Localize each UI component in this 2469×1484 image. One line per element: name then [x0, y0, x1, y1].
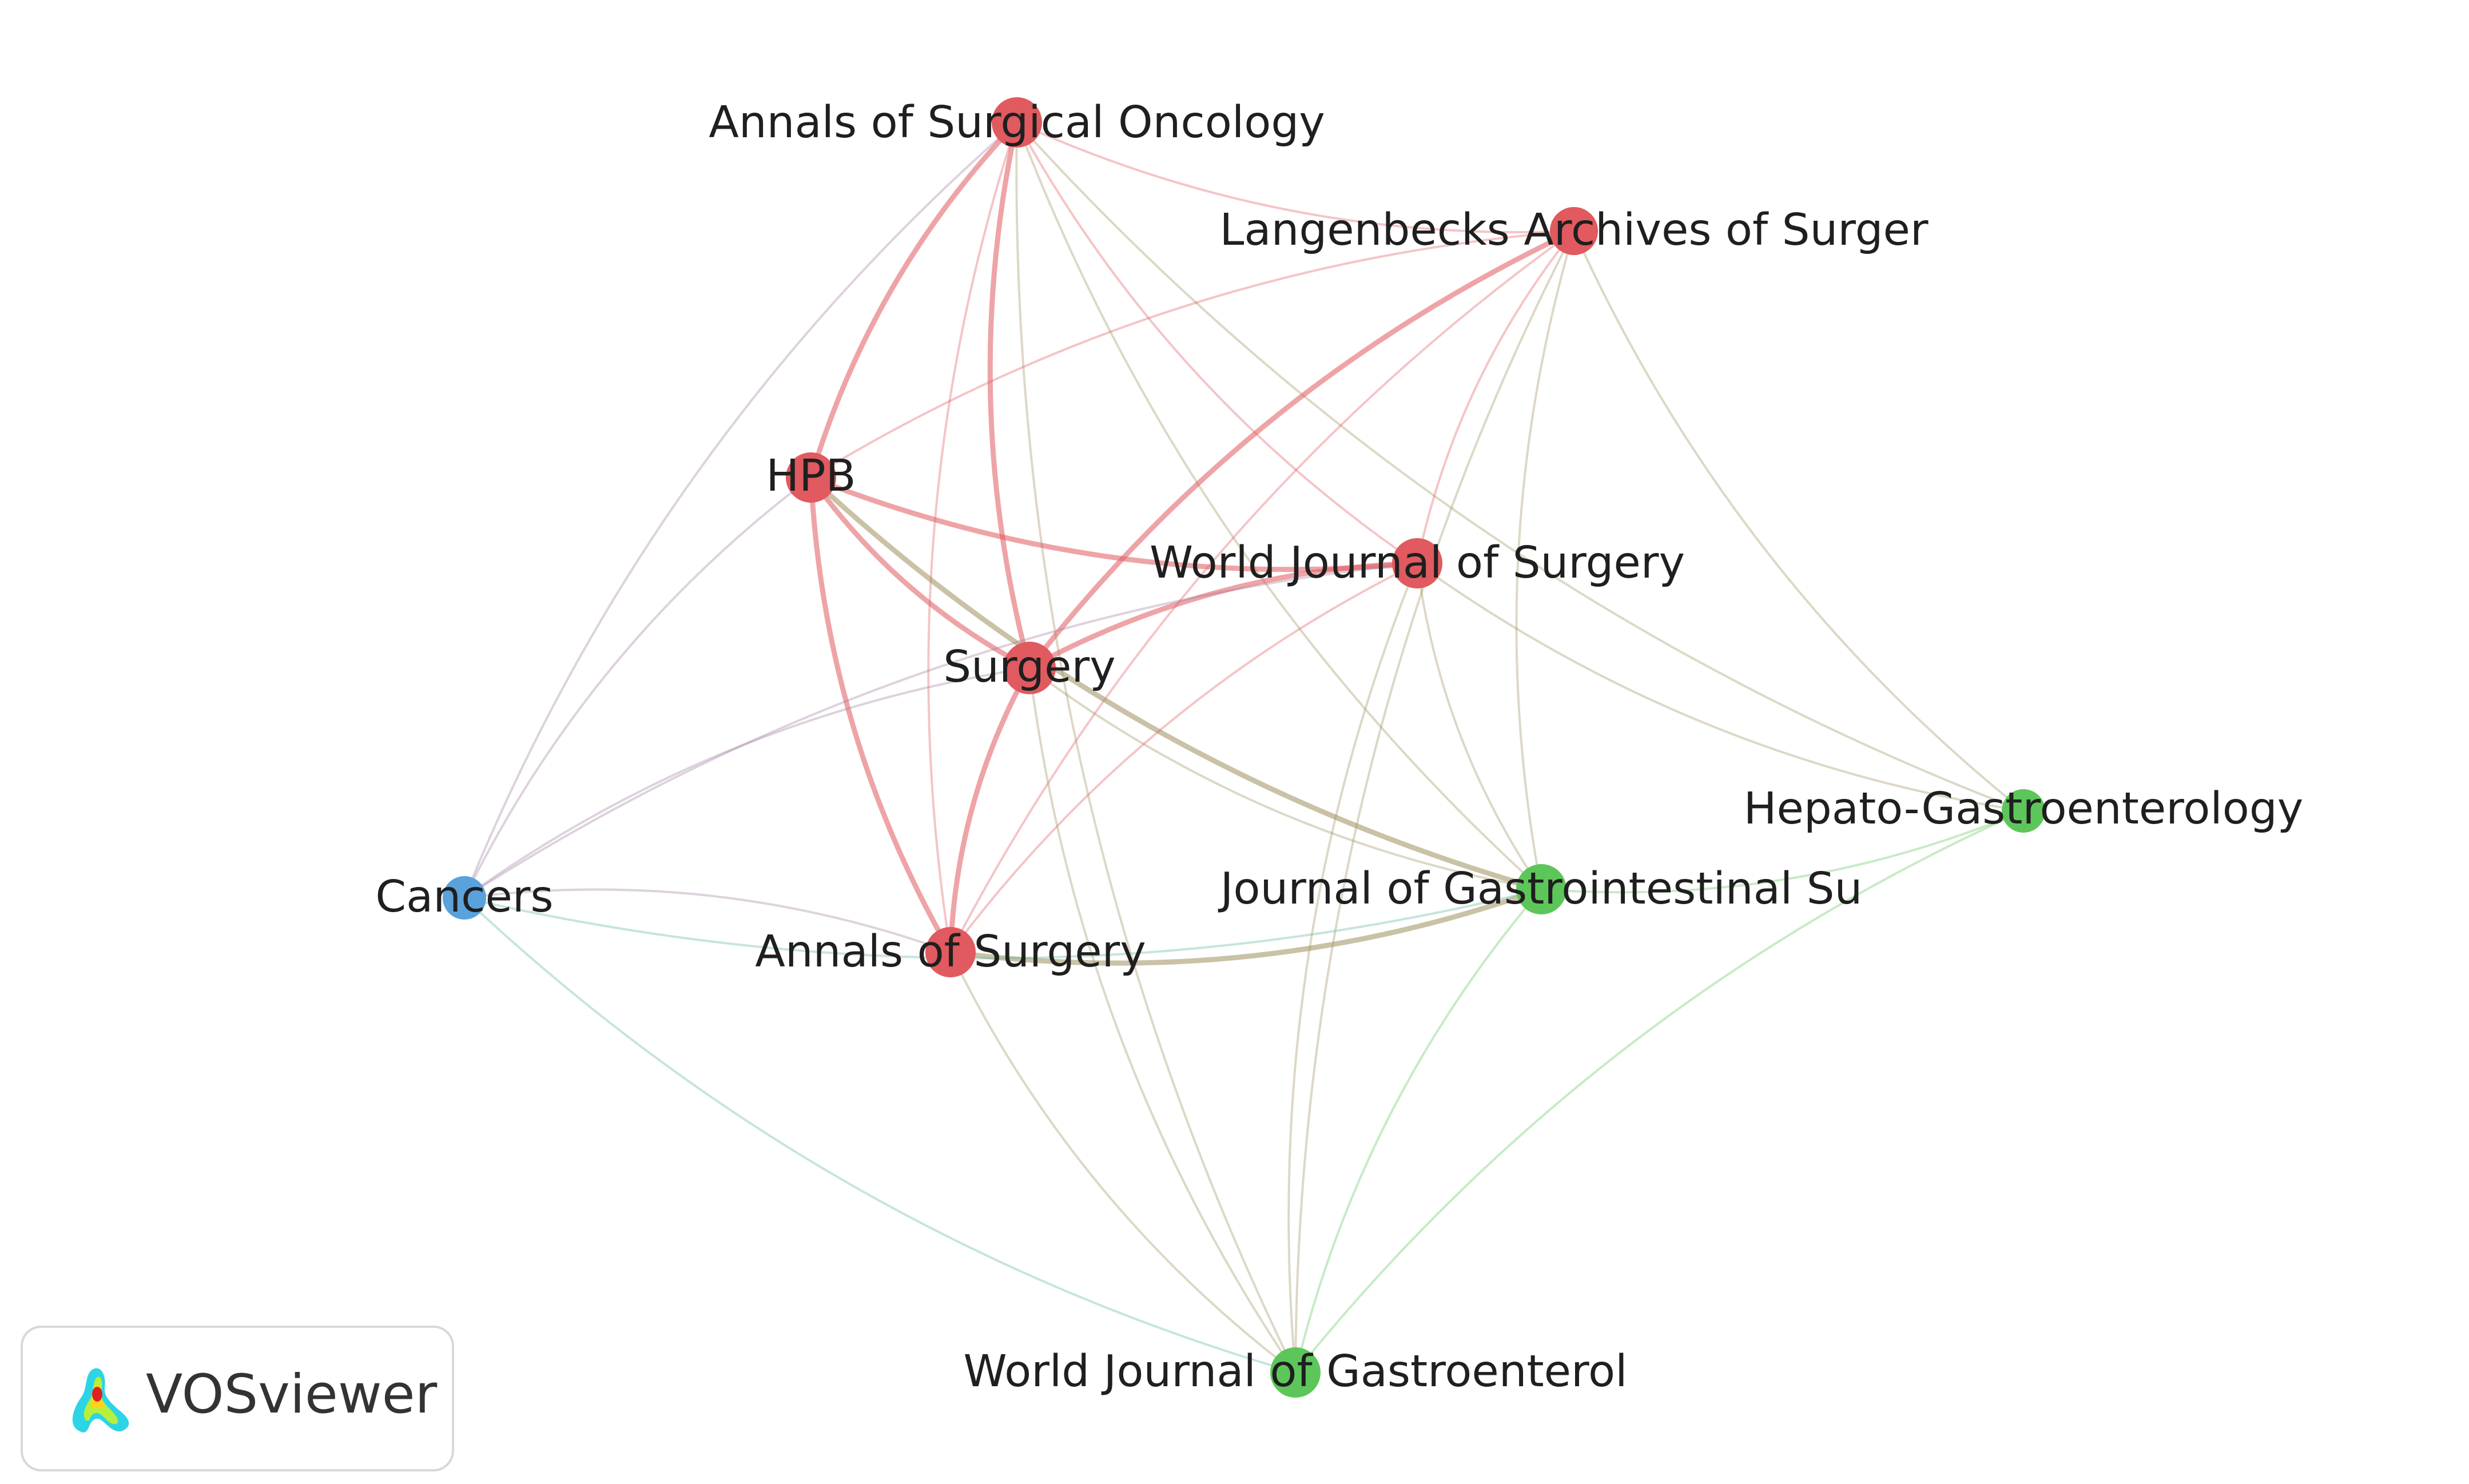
link-wjs-wjg	[1287, 563, 1418, 1373]
link-surg-jgs	[1028, 667, 1542, 890]
link-wjs-cancers	[463, 562, 1418, 899]
link-lang-hepato	[1573, 230, 2025, 812]
link-wjs-annsurg	[949, 562, 1418, 953]
node-label-lang: Langenbecks Archives of Surger	[1220, 205, 1929, 256]
link-lang-wjs	[1416, 230, 1575, 564]
link-hpb-annsurg	[808, 477, 953, 954]
link-aso-surg	[987, 122, 1032, 669]
node-jgs[interactable]	[1516, 864, 1567, 914]
link-hpb-surg	[809, 476, 1031, 670]
node-surg[interactable]	[1003, 642, 1056, 694]
link-lang-hpb	[810, 230, 1575, 479]
node-label-annsurg: Annals of Surgery	[755, 926, 1146, 977]
link-surg-annsurg	[948, 666, 1032, 953]
link-lang-surg	[1027, 228, 1575, 670]
link-aso-wjg	[1015, 122, 1297, 1373]
link-annsurg-wjg	[949, 952, 1297, 1374]
link-aso-cancers	[463, 121, 1018, 898]
node-label-surg: Surgery	[943, 642, 1115, 693]
nodes-layer	[443, 97, 2045, 1398]
node-wjs[interactable]	[1392, 538, 1442, 588]
link-aso-jgs	[1016, 122, 1542, 890]
link-lang-wjg	[1294, 230, 1575, 1373]
link-wjs-surg	[1028, 560, 1418, 670]
vosviewer-badge: VOSviewer	[21, 1326, 454, 1471]
link-lang-annsurg	[949, 230, 1575, 953]
link-surg-cancers	[463, 667, 1030, 899]
node-label-wjs: World Journal of Surgery	[1150, 538, 1685, 588]
link-hepato-wjg	[1294, 810, 2024, 1374]
node-label-cancers: Cancers	[375, 872, 553, 922]
brand-name: VOSviewer	[146, 1363, 438, 1426]
link-jgs-hepato	[1541, 810, 2024, 894]
link-wjs-hepato	[1416, 562, 2024, 812]
link-cancers-jgs	[464, 888, 1542, 960]
link-aso-hepato	[1016, 121, 2024, 812]
links-layer	[463, 120, 2025, 1374]
link-wjs-jgs	[1416, 563, 1542, 890]
node-label-hpb: HPB	[766, 451, 856, 502]
node-label-jgs: Journal of Gastrointestinal Su	[1218, 864, 1863, 914]
node-wjg[interactable]	[1270, 1347, 1321, 1398]
node-cancers[interactable]	[443, 876, 486, 920]
node-hpb[interactable]	[786, 452, 836, 503]
link-lang-jgs	[1515, 230, 1575, 890]
node-label-aso: Annals of Surgical Oncology	[709, 97, 1325, 148]
link-aso-wjs	[1016, 122, 1418, 564]
node-hepato[interactable]	[2002, 789, 2045, 833]
link-cancers-wjg	[463, 897, 1296, 1374]
link-jgs-wjg	[1294, 888, 1542, 1373]
node-annsurg[interactable]	[925, 927, 976, 977]
link-aso-lang	[1016, 121, 1575, 234]
link-hpb-cancers	[463, 476, 812, 898]
link-annsurg-jgs	[950, 886, 1542, 966]
link-aso-hpb	[808, 120, 1019, 479]
node-label-wjg: World Journal of Gastroenterol	[963, 1346, 1627, 1397]
link-surg-wjg	[1028, 667, 1297, 1374]
link-hpb-jgs	[809, 475, 1542, 892]
link-annsurg-cancers	[464, 888, 951, 953]
vosviewer-logo-icon	[72, 1368, 129, 1433]
node-lang[interactable]	[1550, 207, 1598, 255]
node-aso[interactable]	[992, 97, 1042, 148]
node-label-hepato: Hepato-Gastroenterology	[1744, 783, 2304, 834]
link-aso-annsurg	[927, 122, 1018, 953]
